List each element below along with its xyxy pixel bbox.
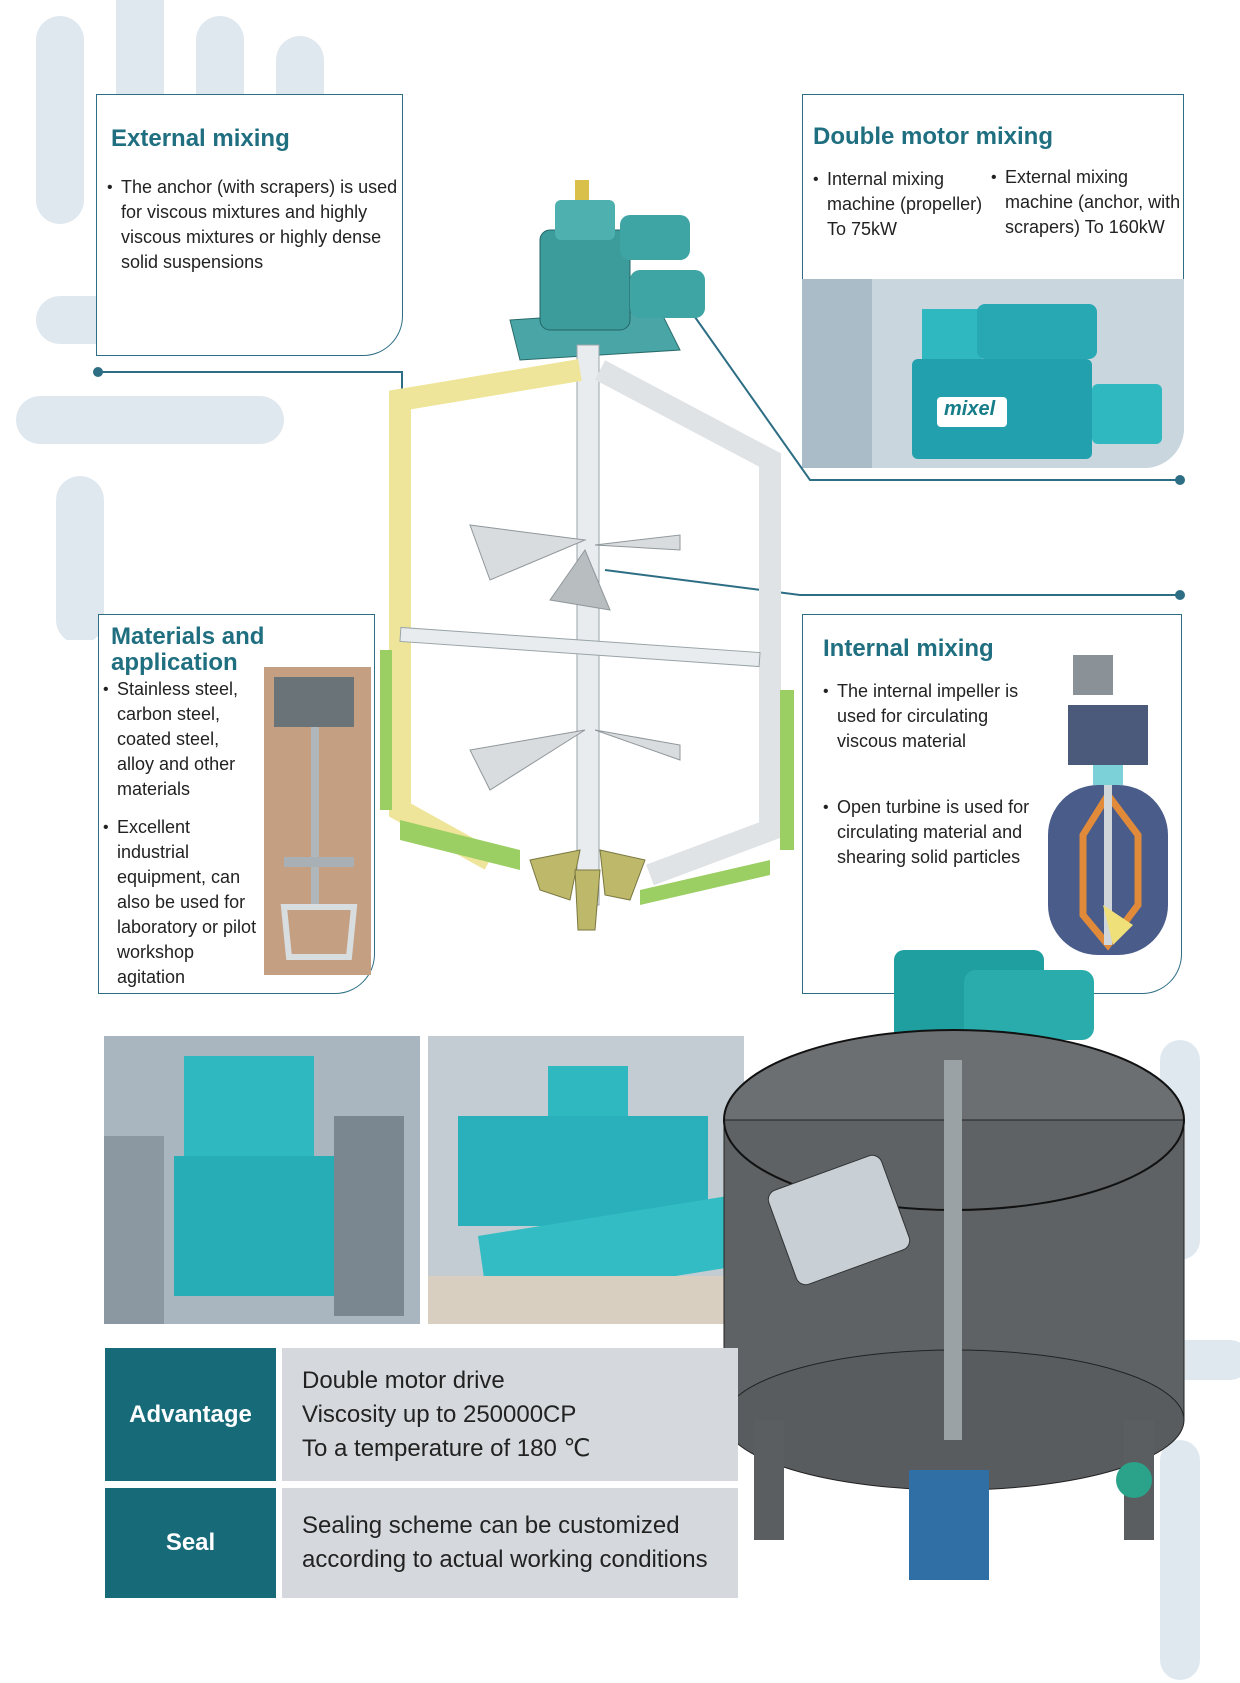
tank-3d-icon [723,950,1185,1580]
advantage-line-1: Double motor drive [302,1366,505,1394]
materials-bullet-2: Excellent industrial equipment, can also… [103,815,257,990]
materials-bullet-1: Stainless steel, carbon steel, coated st… [103,677,257,802]
seal-line-2: according to actual working conditions [302,1546,708,1573]
internal-mixer-illustration [1048,655,1168,955]
materials-title-line2: application [111,649,238,676]
double-motor-callout: Double motor mixing Internal mixing mach… [802,94,1184,280]
photo-brand-text: mixel [944,398,996,420]
materials-photo [264,667,371,975]
internal-mixing-callout: Internal mixing The internal impeller is… [802,614,1182,994]
advantage-label: Advantage [105,1348,276,1481]
external-mixing-bullet: The anchor (with scrapers) is used for v… [107,175,401,275]
double-motor-bullet-external: External mixing machine (anchor, with sc… [991,165,1195,240]
seal-values: Sealing scheme can be customized accordi… [282,1488,738,1598]
internal-mixing-title: Internal mixing [823,635,994,662]
advantage-values: Double motor drive Viscosity up to 25000… [282,1348,738,1481]
advantage-line-3: To a temperature of 180 ℃ [302,1434,591,1462]
double-motor-bullet-internal: Internal mixing machine (propeller) To 7… [813,167,992,242]
external-mixing-callout: External mixing The anchor (with scraper… [96,94,403,356]
installation-photo-2 [428,1036,744,1324]
seal-line-1: Sealing scheme can be customized [302,1512,680,1539]
mixer-photo-icon [802,279,1184,468]
internal-mixing-bullet-2: Open turbine is used for circulating mat… [823,795,1042,870]
materials-callout: Materials and application Stainless stee… [98,614,375,994]
advantage-line-2: Viscosity up to 250000CP [302,1400,577,1428]
double-motor-photo: mixel [802,279,1184,468]
agitator-drawing [380,180,794,931]
double-motor-title: Double motor mixing [813,123,1053,150]
seal-label: Seal [105,1488,276,1598]
installation-photo-1 [104,1036,420,1324]
materials-title-line1: Materials and [111,623,265,650]
internal-mixing-bullet-1: The internal impeller is used for circul… [823,679,1037,754]
external-mixing-title: External mixing [111,125,290,152]
